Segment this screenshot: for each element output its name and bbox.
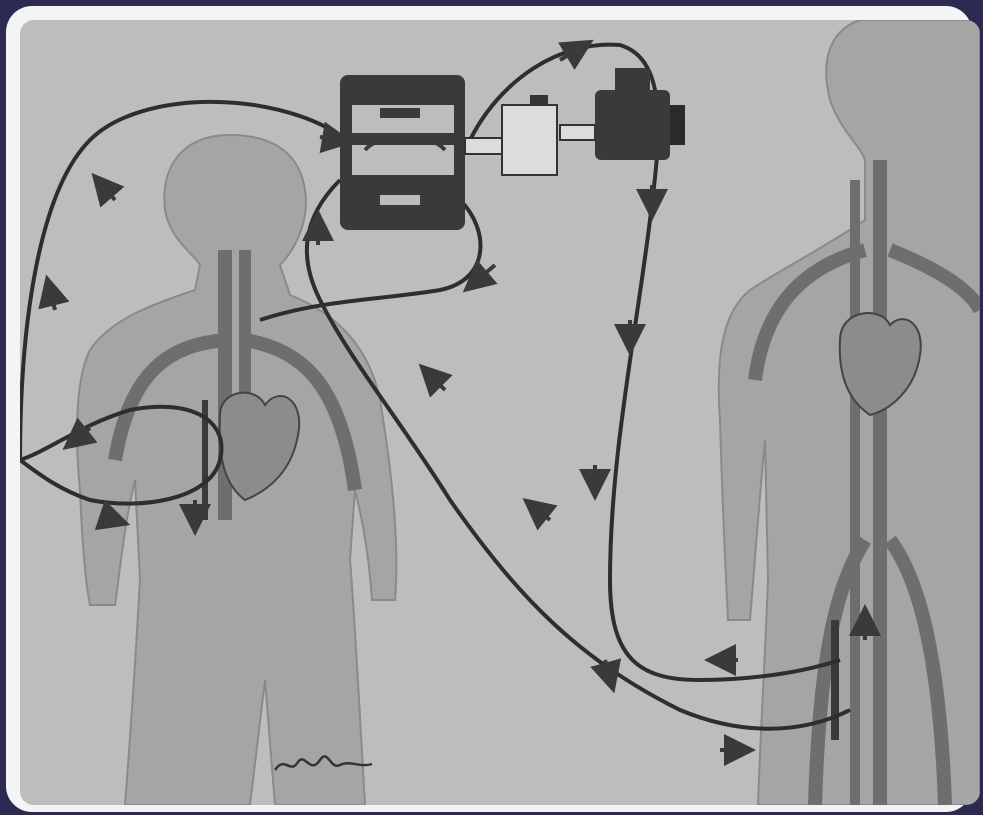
connector bbox=[465, 138, 503, 154]
connector bbox=[560, 125, 595, 140]
cross-circulation-diagram bbox=[20, 20, 980, 805]
oxygenator-icon bbox=[502, 95, 557, 175]
circulation-diagram-photo bbox=[20, 20, 980, 805]
pump-icon bbox=[340, 75, 465, 230]
